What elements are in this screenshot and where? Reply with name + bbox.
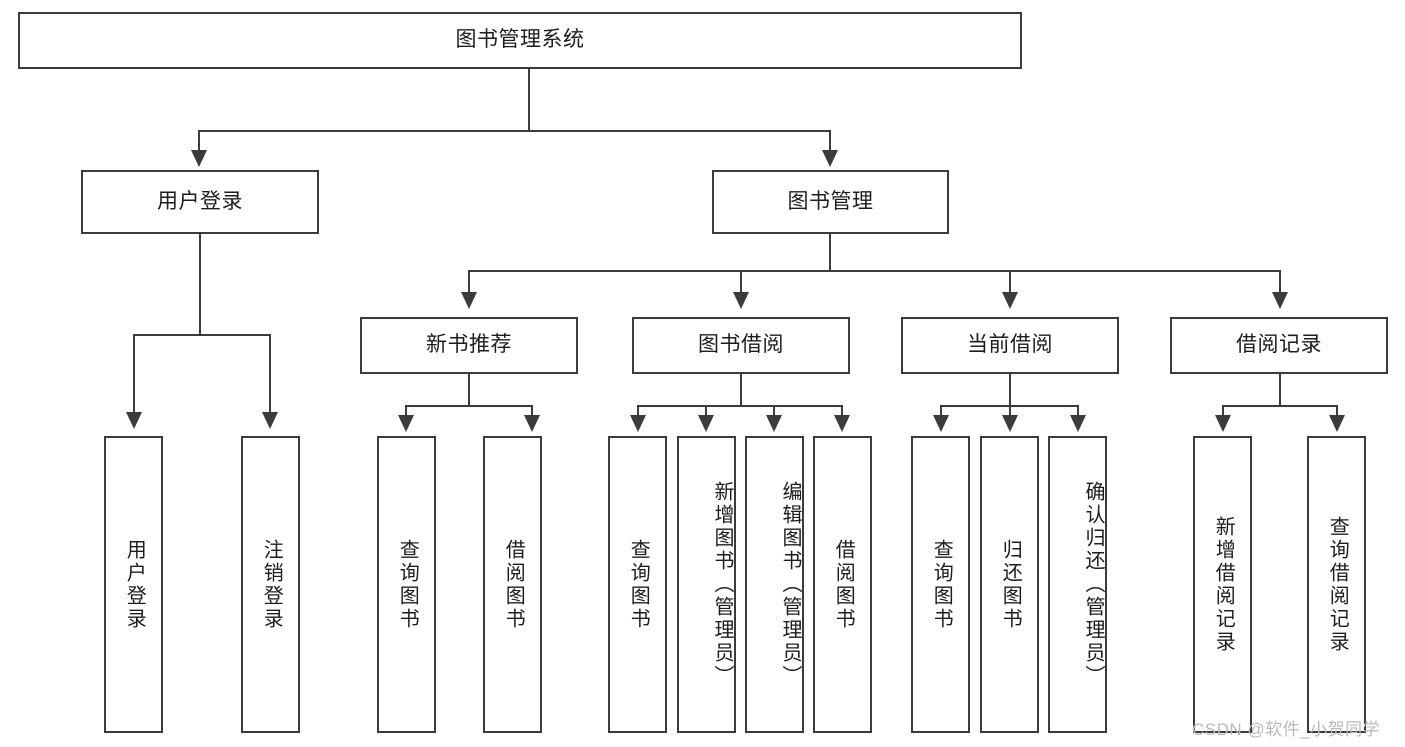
connector-book-management-bus bbox=[468, 270, 1280, 272]
leaf-current-borrow-query-book[interactable]: 查询图书 bbox=[911, 436, 970, 733]
leaf-book-borrow-add-book-admin[interactable]: 新增图书（管理员） bbox=[677, 436, 736, 733]
arrow-root-to-book-management bbox=[822, 150, 838, 167]
csdn-watermark: CSDN @软件_小贺同学 bbox=[1192, 720, 1381, 739]
connector-root-bus bbox=[198, 130, 830, 132]
connector-nbr-stem bbox=[468, 374, 470, 407]
connector-bm-to-l3-1 bbox=[740, 270, 742, 294]
node-new-book-recommend[interactable]: 新书推荐 bbox=[360, 317, 578, 374]
connector-root-to-user-login bbox=[198, 130, 200, 152]
arrow-cb-to-leaf-1 bbox=[1002, 415, 1018, 432]
connector-user-login-stem bbox=[199, 234, 201, 335]
leaf-new-book-borrow-book[interactable]: 借阅图书 bbox=[483, 436, 542, 733]
node-user-login[interactable]: 用户登录 bbox=[81, 170, 319, 234]
connector-nbr-to-leaf-0 bbox=[405, 405, 407, 417]
connector-user-login-to-leaf-0 bbox=[133, 334, 135, 414]
node-root-book-management-system[interactable]: 图书管理系统 bbox=[18, 12, 1022, 69]
arrow-user-login-to-leaf-1 bbox=[262, 412, 278, 429]
connector-root-stem bbox=[528, 69, 530, 131]
connector-book-management-stem bbox=[829, 234, 831, 271]
connector-bb-to-leaf-0 bbox=[637, 405, 639, 417]
leaf-borrow-record-add-record[interactable]: 新增借阅记录 bbox=[1193, 436, 1252, 733]
arrow-bm-to-l3-3 bbox=[1272, 292, 1288, 309]
arrow-cb-to-leaf-0 bbox=[933, 415, 949, 432]
leaf-book-borrow-query-book[interactable]: 查询图书 bbox=[608, 436, 667, 733]
connector-bm-to-l3-0 bbox=[468, 270, 470, 294]
node-current-borrow[interactable]: 当前借阅 bbox=[901, 317, 1119, 374]
leaf-current-borrow-return-book[interactable]: 归还图书 bbox=[980, 436, 1039, 733]
connector-br-stem bbox=[1279, 374, 1281, 407]
leaf-user-login-login[interactable]: 用户登录 bbox=[104, 436, 163, 733]
leaf-user-login-logout[interactable]: 注销登录 bbox=[241, 436, 300, 733]
connector-bb-to-leaf-2 bbox=[773, 405, 775, 417]
arrow-br-to-leaf-1 bbox=[1329, 415, 1345, 432]
leaf-book-borrow-edit-book-admin[interactable]: 编辑图书（管理员） bbox=[745, 436, 804, 733]
node-book-borrow[interactable]: 图书借阅 bbox=[632, 317, 850, 374]
arrow-nbr-to-leaf-0 bbox=[398, 415, 414, 432]
connector-br-to-leaf-0 bbox=[1222, 405, 1224, 417]
connector-user-login-bus bbox=[133, 334, 271, 336]
arrow-bm-to-l3-1 bbox=[733, 292, 749, 309]
leaf-new-book-query-book[interactable]: 查询图书 bbox=[377, 436, 436, 733]
connector-user-login-to-leaf-1 bbox=[269, 334, 271, 414]
connector-cb-to-leaf-2 bbox=[1077, 405, 1079, 417]
connector-cb-stem bbox=[1009, 374, 1011, 407]
connector-nbr-to-leaf-1 bbox=[531, 405, 533, 417]
node-borrow-record[interactable]: 借阅记录 bbox=[1170, 317, 1388, 374]
arrow-root-to-user-login bbox=[191, 150, 207, 167]
connector-bb-to-leaf-3 bbox=[841, 405, 843, 417]
arrow-br-to-leaf-0 bbox=[1215, 415, 1231, 432]
arrow-nbr-to-leaf-1 bbox=[524, 415, 540, 432]
leaf-borrow-record-query-record[interactable]: 查询借阅记录 bbox=[1307, 436, 1366, 733]
connector-root-to-book-management bbox=[829, 130, 831, 152]
arrow-bm-to-l3-2 bbox=[1002, 292, 1018, 309]
leaf-book-borrow-borrow-book[interactable]: 借阅图书 bbox=[813, 436, 872, 733]
arrow-user-login-to-leaf-0 bbox=[126, 412, 142, 429]
connector-br-to-leaf-1 bbox=[1336, 405, 1338, 417]
arrow-bb-to-leaf-1 bbox=[698, 415, 714, 432]
node-book-management[interactable]: 图书管理 bbox=[712, 170, 949, 234]
arrow-bb-to-leaf-3 bbox=[834, 415, 850, 432]
leaf-current-borrow-confirm-return-admin[interactable]: 确认归还（管理员） bbox=[1048, 436, 1107, 733]
connector-bm-to-l3-2 bbox=[1009, 270, 1011, 294]
connector-bb-stem bbox=[740, 374, 742, 407]
arrow-cb-to-leaf-2 bbox=[1070, 415, 1086, 432]
arrow-bm-to-l3-0 bbox=[461, 292, 477, 309]
connector-bb-bus bbox=[637, 405, 843, 407]
arrow-bb-to-leaf-2 bbox=[766, 415, 782, 432]
connector-cb-to-leaf-0 bbox=[940, 405, 942, 417]
connector-cb-to-leaf-1 bbox=[1009, 405, 1011, 417]
connector-br-bus bbox=[1222, 405, 1338, 407]
arrow-bb-to-leaf-0 bbox=[630, 415, 646, 432]
connector-bb-to-leaf-1 bbox=[705, 405, 707, 417]
connector-nbr-bus bbox=[405, 405, 533, 407]
connector-bm-to-l3-3 bbox=[1279, 270, 1281, 294]
